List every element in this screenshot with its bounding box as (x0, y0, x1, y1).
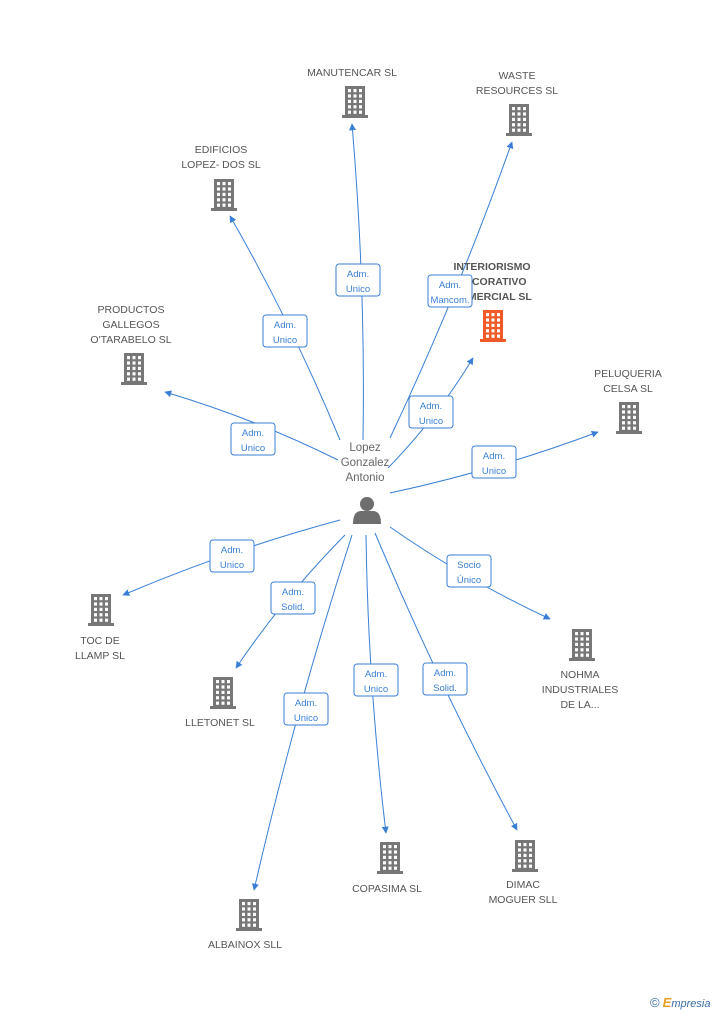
role-text-albainox-1: Adm. (295, 698, 317, 709)
person-icon (353, 497, 381, 524)
role-text-interiorismo-1: Adm. (420, 401, 442, 412)
building-icon (211, 179, 237, 211)
role-text-edificios-1: Adm. (274, 320, 296, 331)
company-label-manutencar-line-1: MANUTENCAR SL (307, 67, 397, 79)
company-label-dimac-line-2: MOGUER SLL (489, 894, 558, 906)
role-text-peluqueria-2: Unico (482, 466, 506, 477)
role-text-dimac-2: Solid. (433, 683, 457, 694)
role-text-waste-2: Mancom. (430, 295, 469, 306)
company-node-edificios[interactable]: EDIFICIOS LOPEZ- DOS SL (181, 144, 261, 211)
company-label-lletonet-line-1: LLETONET SL (185, 717, 255, 729)
role-text-waste-1: Adm. (439, 280, 461, 291)
company-node-albainox[interactable]: ALBAINOX SLL (208, 899, 282, 951)
building-icon (480, 310, 506, 342)
company-label-nohma-line-1: NOHMA (560, 669, 599, 681)
role-badge-toc[interactable]: Adm. Unico (209, 539, 255, 573)
role-badge-dimac[interactable]: Adm. Solid. (422, 662, 468, 696)
company-label-productos-line-3: O'TARABELO SL (90, 334, 171, 346)
company-label-peluqueria-line-1: PELUQUERIA (594, 368, 662, 380)
role-badge-waste[interactable]: Adm. Mancom. (427, 274, 473, 308)
company-label-nohma-line-3: DE LA... (560, 699, 599, 711)
role-badge-peluqueria[interactable]: Adm. Unico (471, 445, 517, 479)
building-icon (377, 842, 403, 874)
role-badge-copasima[interactable]: Adm. Unico (353, 663, 399, 697)
copyright-footer[interactable]: © Empresia (650, 995, 710, 1010)
role-badge-albainox[interactable]: Adm. Unico (283, 692, 329, 726)
role-text-manutencar-2: Unico (346, 284, 370, 295)
role-text-dimac-1: Adm. (434, 668, 456, 679)
role-text-manutencar-1: Adm. (347, 269, 369, 280)
company-label-productos-line-2: GALLEGOS (102, 319, 159, 331)
company-label-productos-line-1: PRODUCTOS (98, 304, 165, 316)
company-label-nohma-line-2: INDUSTRIALES (542, 684, 618, 696)
person-name-line-1: Lopez (349, 442, 381, 454)
role-text-nohma-2: Único (457, 575, 481, 586)
role-text-toc-2: Unico (220, 560, 244, 571)
brand-logo-letter: E (662, 995, 672, 1010)
company-label-edificios-line-1: EDIFICIOS (195, 144, 248, 156)
company-label-dimac-line-1: DIMAC (506, 879, 540, 891)
role-badge-edificios[interactable]: Adm. Unico (262, 314, 308, 348)
person-name-line-2: Gonzalez (341, 457, 390, 469)
role-text-copasima-1: Adm. (365, 669, 387, 680)
role-text-copasima-2: Unico (364, 684, 388, 695)
nodes-layer: MANUTENCAR SL WASTE RESOURCES SL EDIFICIOS L… (75, 67, 662, 951)
role-badge-productos[interactable]: Adm. Unico (230, 422, 276, 456)
company-node-nohma[interactable]: NOHMA INDUSTRIALES DE LA... (542, 629, 618, 711)
company-label-edificios-line-2: LOPEZ- DOS SL (181, 159, 261, 171)
role-text-lletonet-2: Solid. (281, 602, 305, 613)
company-label-waste-line-2: RESOURCES SL (476, 85, 558, 97)
role-text-lletonet-1: Adm. (282, 587, 304, 598)
building-icon (121, 353, 147, 385)
role-badge-manutencar[interactable]: Adm. Unico (335, 263, 381, 297)
role-text-edificios-2: Unico (273, 335, 297, 346)
company-node-productos[interactable]: PRODUCTOS GALLEGOS O'TARABELO SL (90, 304, 172, 385)
building-icon (236, 899, 262, 931)
company-node-toc[interactable]: TOC DE LLAMP SL (75, 594, 125, 662)
company-label-interiorismo-line-1: INTERIORISMO (453, 261, 530, 273)
company-node-peluqueria[interactable]: PELUQUERIA CELSA SL (594, 368, 662, 434)
building-icon (210, 677, 236, 709)
role-text-peluqueria-1: Adm. (483, 451, 505, 462)
brand-logo-text: mpresia (671, 998, 711, 1010)
company-node-waste[interactable]: WASTE RESOURCES SL (476, 70, 558, 136)
company-label-toc-line-2: LLAMP SL (75, 650, 125, 662)
company-node-copasima[interactable]: COPASIMA SL (352, 842, 422, 895)
role-text-toc-1: Adm. (221, 545, 243, 556)
company-label-albainox-line-1: ALBAINOX SLL (208, 939, 282, 951)
company-node-dimac[interactable]: DIMAC MOGUER SLL (489, 840, 558, 906)
role-text-nohma-1: Socio (457, 560, 481, 571)
company-node-lletonet[interactable]: LLETONET SL (185, 677, 255, 729)
company-label-waste-line-1: WASTE (499, 70, 536, 82)
role-text-productos-1: Adm. (242, 428, 264, 439)
company-label-copasima-line-1: COPASIMA SL (352, 883, 422, 895)
building-icon (569, 629, 595, 661)
company-node-manutencar[interactable]: MANUTENCAR SL (307, 67, 397, 118)
company-label-toc-line-1: TOC DE (80, 635, 119, 647)
role-text-albainox-2: Unico (294, 713, 318, 724)
building-icon (342, 86, 368, 118)
role-text-interiorismo-2: Unico (419, 416, 443, 427)
company-label-peluqueria-line-2: CELSA SL (603, 383, 653, 395)
role-badge-lletonet[interactable]: Adm. Solid. (270, 581, 316, 615)
edge-productos (164, 390, 339, 461)
edges-layer (122, 123, 599, 891)
copyright-icon: © (650, 995, 660, 1010)
role-text-productos-2: Unico (241, 443, 265, 454)
building-icon (88, 594, 114, 626)
building-icon (506, 104, 532, 136)
building-icon (616, 402, 642, 434)
building-icon (512, 840, 538, 872)
role-badge-interiorismo[interactable]: Adm. Unico (408, 395, 454, 429)
person-name-line-3: Antonio (345, 472, 384, 484)
company-label-interiorismo-line-2: DECORATIVO (457, 276, 526, 288)
